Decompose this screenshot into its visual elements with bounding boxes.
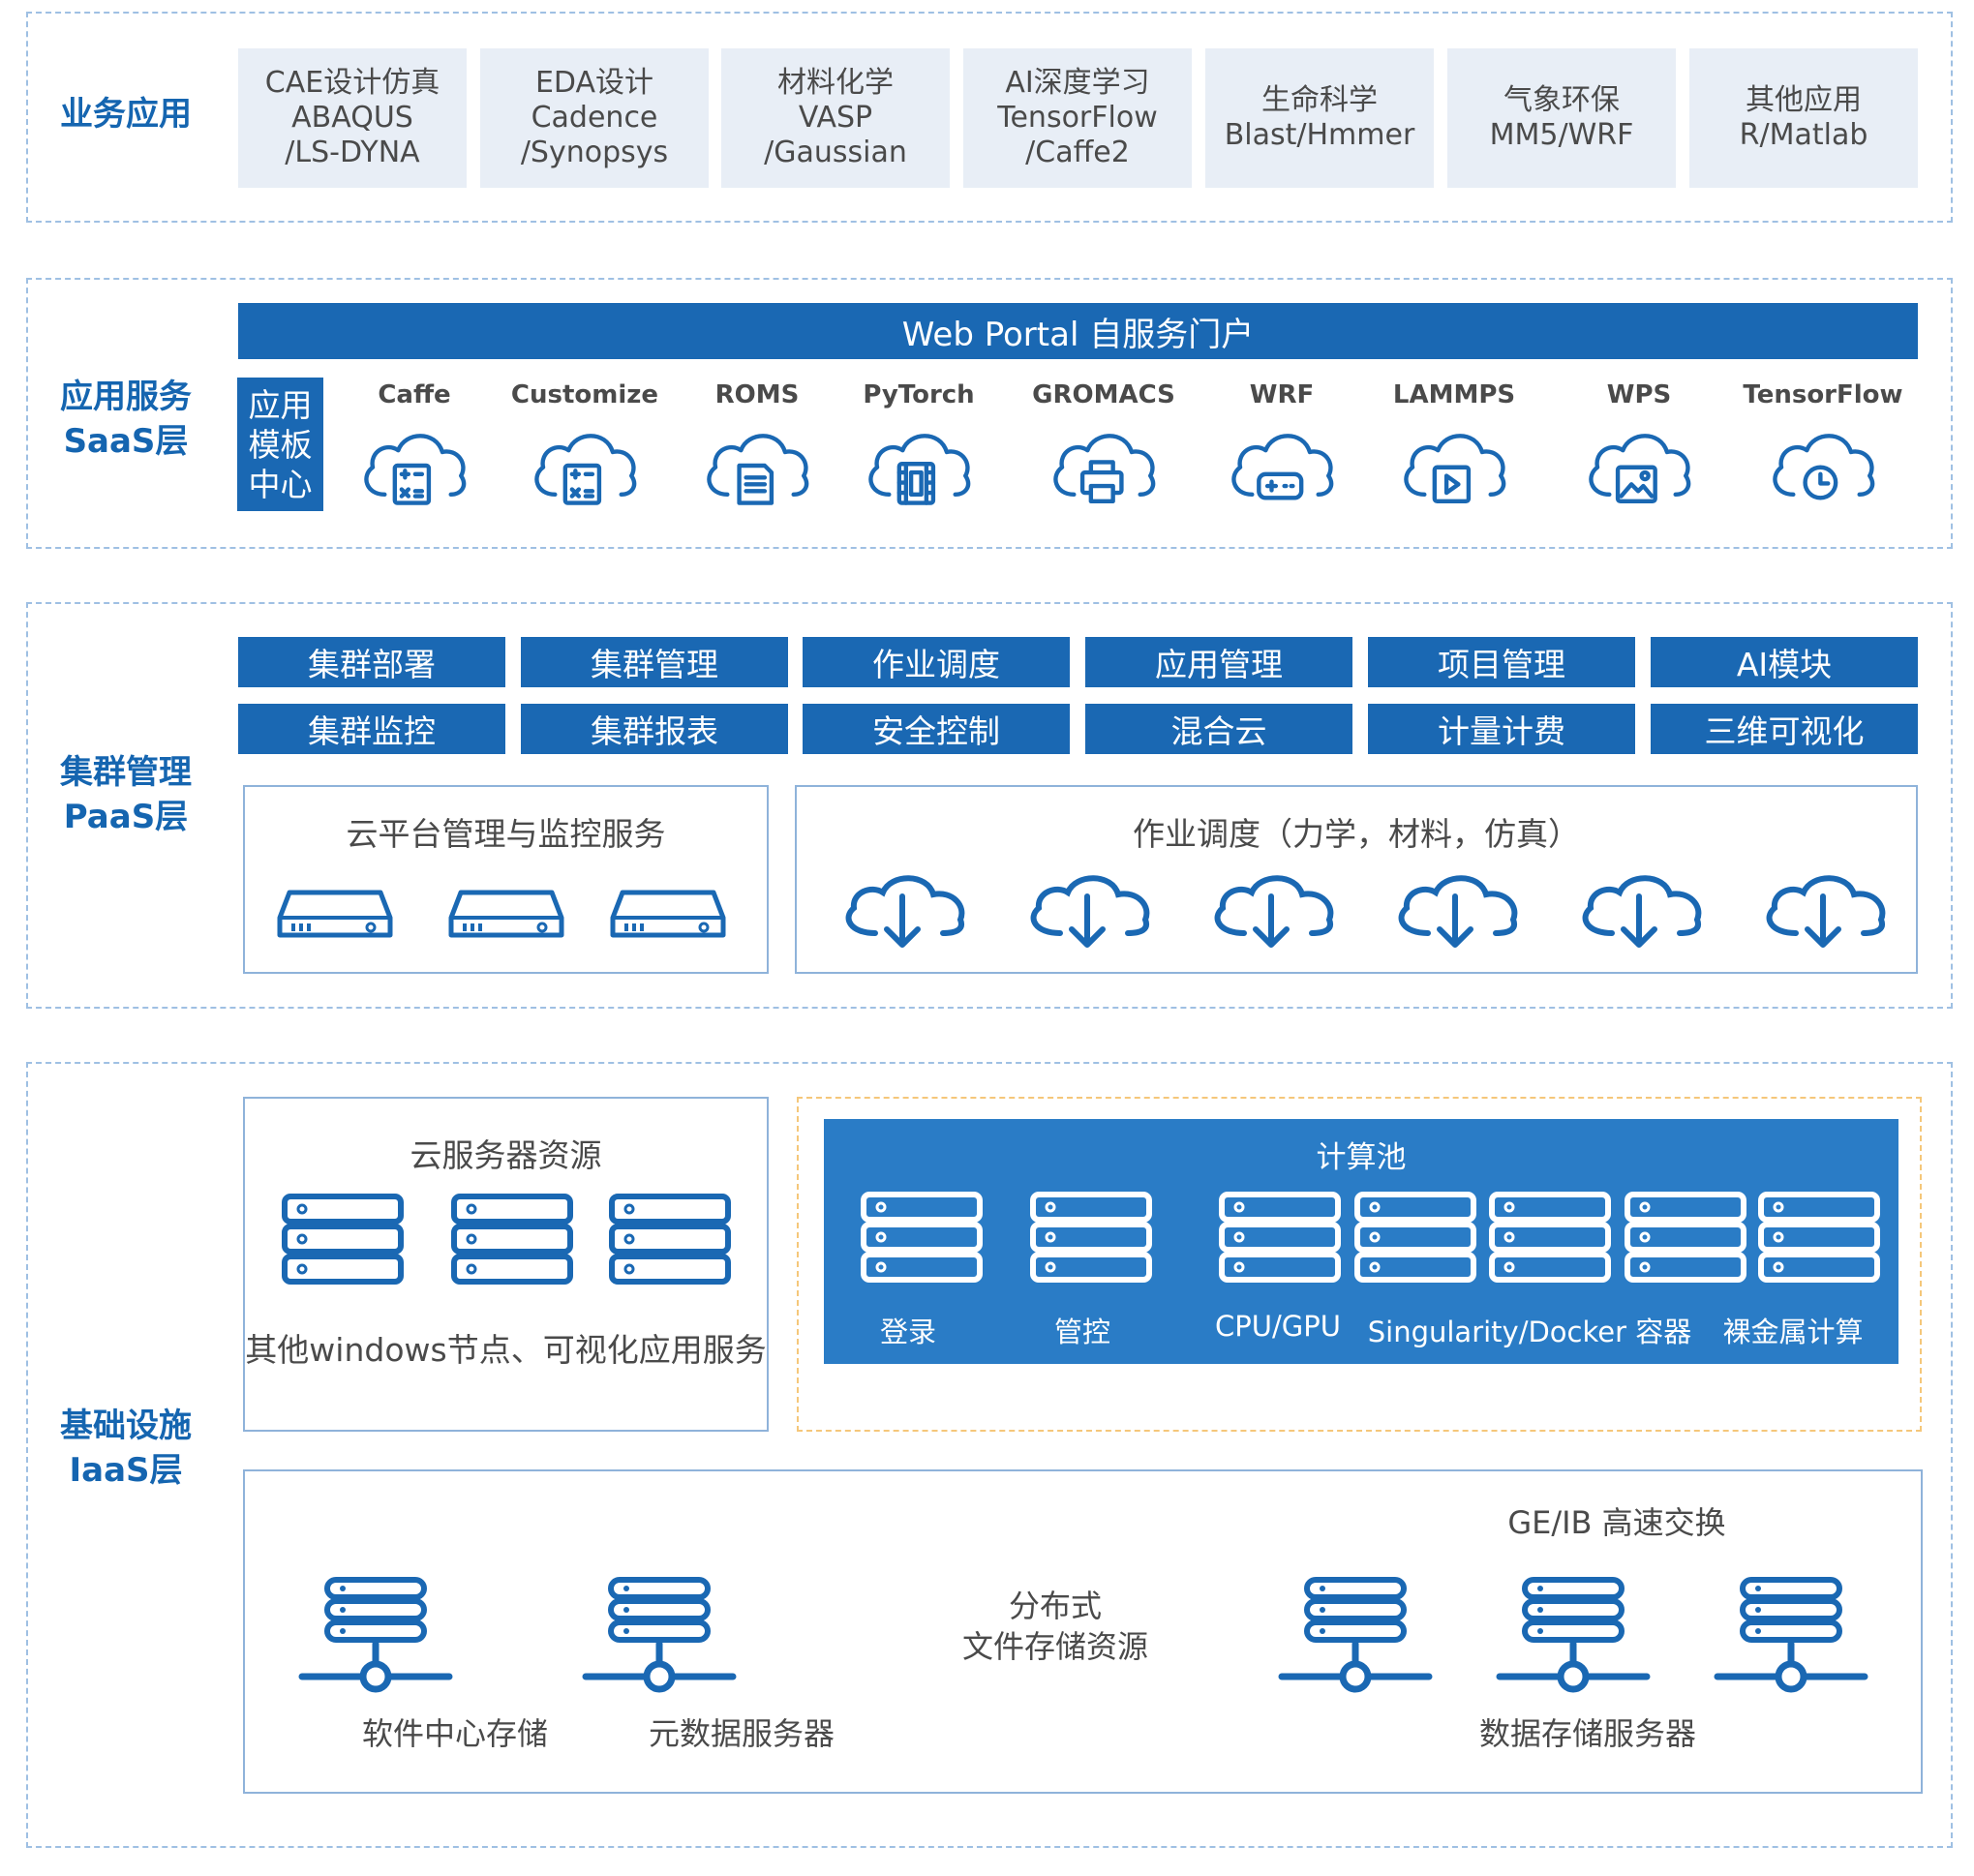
cloud-document-icon xyxy=(707,434,809,505)
storage-server-icon xyxy=(1714,1577,1868,1693)
cloud-server-caption: 其他windows节点、可视化应用服务 xyxy=(245,1331,767,1369)
paas-function-button[interactable]: 计量计费 xyxy=(1368,704,1635,754)
paas-function-button[interactable]: 应用管理 xyxy=(1085,637,1352,687)
cloud-download-icon xyxy=(1030,875,1150,948)
business-app-box[interactable]: 材料化学 VASP /Gaussian xyxy=(721,48,950,188)
cloud-printer-icon xyxy=(1053,434,1156,504)
template-center-button[interactable]: 应用 模板 中心 xyxy=(237,378,323,511)
server-device-icon xyxy=(277,890,393,938)
iaas-label-line1: 基础设施 xyxy=(60,1407,192,1445)
server-rack-icon xyxy=(1625,1192,1746,1283)
saas-app-label: TensorFlow xyxy=(1743,380,1903,409)
cloud-download-icon xyxy=(845,875,965,948)
storage-server-icon xyxy=(298,1577,453,1693)
server-rack-icon xyxy=(1354,1192,1476,1283)
server-rack-icon xyxy=(282,1194,404,1285)
saas-app-label: GROMACS xyxy=(1032,380,1175,409)
server-rack-icon xyxy=(1219,1192,1341,1283)
paas-function-button[interactable]: 集群报表 xyxy=(521,704,788,754)
paas-layer-label: 集群管理 PaaS层 xyxy=(39,750,213,839)
business-app-box[interactable]: CAE设计仿真 ABAQUS /LS-DYNA xyxy=(238,48,467,188)
cloud-download-icon xyxy=(1398,875,1518,948)
paas-function-button[interactable]: 混合云 xyxy=(1085,704,1352,754)
business-app-box[interactable]: 气象环保 MM5/WRF xyxy=(1447,48,1676,188)
server-rack-icon xyxy=(1758,1192,1880,1283)
web-portal-button[interactable]: Web Portal 自服务门户 xyxy=(238,303,1918,359)
saas-app-label: WRF xyxy=(1249,380,1315,409)
saas-app-label: LAMMPS xyxy=(1392,380,1516,409)
cloud-clock-icon xyxy=(1773,434,1875,500)
compute-pool-title: 计算池 xyxy=(1316,1140,1407,1175)
cloud-download-icon xyxy=(1582,875,1702,948)
paas-function-button[interactable]: AI模块 xyxy=(1651,637,1918,687)
saas-app-label: ROMS xyxy=(714,380,800,409)
compute-pool-label: 登录 xyxy=(879,1316,936,1348)
paas-function-button[interactable]: 集群监控 xyxy=(238,704,505,754)
paas-function-button[interactable]: 作业调度 xyxy=(803,637,1070,687)
business-app-box[interactable]: EDA设计 Cadence /Synopsys xyxy=(480,48,709,188)
paas-label-line1: 集群管理 xyxy=(60,753,192,792)
saas-app-label: Caffe xyxy=(378,380,451,409)
business-app-box[interactable]: 其他应用 R/Matlab xyxy=(1689,48,1918,188)
storage-center-label: 分布式 文件存储资源 xyxy=(961,1588,1148,1665)
storage-server-icon xyxy=(582,1577,737,1693)
compute-pool-outline xyxy=(797,1097,1922,1432)
paas-function-button[interactable]: 安全控制 xyxy=(803,704,1070,754)
paas-function-button[interactable]: 项目管理 xyxy=(1368,637,1635,687)
compute-pool-label: 裸金属计算 xyxy=(1722,1316,1864,1348)
business-layer xyxy=(26,12,1953,223)
storage-server-icon xyxy=(1496,1577,1651,1693)
cloud-mgmt-panel xyxy=(243,785,769,974)
storage-label-metadata: 元数据服务器 xyxy=(648,1715,835,1752)
iaas-layer-label: 基础设施 IaaS层 xyxy=(39,1404,213,1493)
cloud-image-icon xyxy=(1589,434,1691,504)
business-app-box[interactable]: AI深度学习 TensorFlow /Caffe2 xyxy=(963,48,1192,188)
server-rack-icon xyxy=(451,1194,573,1285)
paas-function-button[interactable]: 集群部署 xyxy=(238,637,505,687)
cloud-mgmt-title: 云平台管理与监控服务 xyxy=(346,815,666,853)
server-rack-icon xyxy=(1489,1192,1611,1283)
compute-pool-label: CPU/GPU xyxy=(1215,1310,1341,1343)
cloud-calculator-icon xyxy=(364,434,467,505)
server-device-icon xyxy=(448,890,564,938)
cloud-download-icon xyxy=(1214,875,1334,948)
business-app-box[interactable]: 生命科学 Blast/Hmmer xyxy=(1205,48,1434,188)
cloud-download-icon xyxy=(1766,875,1886,948)
saas-app-label: Customize xyxy=(510,380,659,409)
cloud-server-title: 云服务器资源 xyxy=(410,1136,602,1174)
compute-pool-label: Singularity/Docker 容器 xyxy=(1367,1316,1692,1348)
saas-label-line2: SaaS层 xyxy=(63,422,189,461)
compute-pool xyxy=(824,1119,1898,1364)
server-device-icon xyxy=(610,890,726,938)
server-rack-icon xyxy=(1030,1192,1152,1283)
job-sched-title: 作业调度（力学，材料，仿真） xyxy=(1133,815,1580,853)
cloud-play-icon xyxy=(1404,434,1506,504)
paas-function-button[interactable]: 三维可视化 xyxy=(1651,704,1918,754)
iaas-layer xyxy=(26,1062,1953,1848)
paas-label-line2: PaaS层 xyxy=(63,798,189,836)
saas-layer-label: 应用服务 SaaS层 xyxy=(39,375,213,464)
business-layer-label: 业务应用 xyxy=(60,95,192,134)
storage-label-data: 数据存储服务器 xyxy=(1478,1715,1696,1752)
cloud-calculator-icon xyxy=(534,434,637,505)
job-sched-panel xyxy=(795,785,1918,974)
compute-pool-label: 管控 xyxy=(1053,1316,1110,1348)
paas-layer xyxy=(26,602,1953,1009)
saas-app-label: WPS xyxy=(1606,380,1672,409)
storage-switch-label: GE/IB 高速交换 xyxy=(1507,1504,1726,1541)
cloud-gamepad-icon xyxy=(1231,434,1334,500)
iaas-label-line2: IaaS层 xyxy=(69,1451,183,1490)
saas-app-label: PyTorch xyxy=(863,380,975,409)
server-rack-icon xyxy=(609,1194,731,1285)
server-rack-icon xyxy=(861,1192,983,1283)
saas-label-line1: 应用服务 xyxy=(60,378,192,416)
saas-layer xyxy=(26,278,1953,549)
cloud-film-icon xyxy=(868,434,971,505)
storage-server-icon xyxy=(1278,1577,1433,1693)
storage-panel xyxy=(243,1469,1923,1794)
storage-label-software: 软件中心存储 xyxy=(361,1715,548,1752)
paas-function-button[interactable]: 集群管理 xyxy=(521,637,788,687)
